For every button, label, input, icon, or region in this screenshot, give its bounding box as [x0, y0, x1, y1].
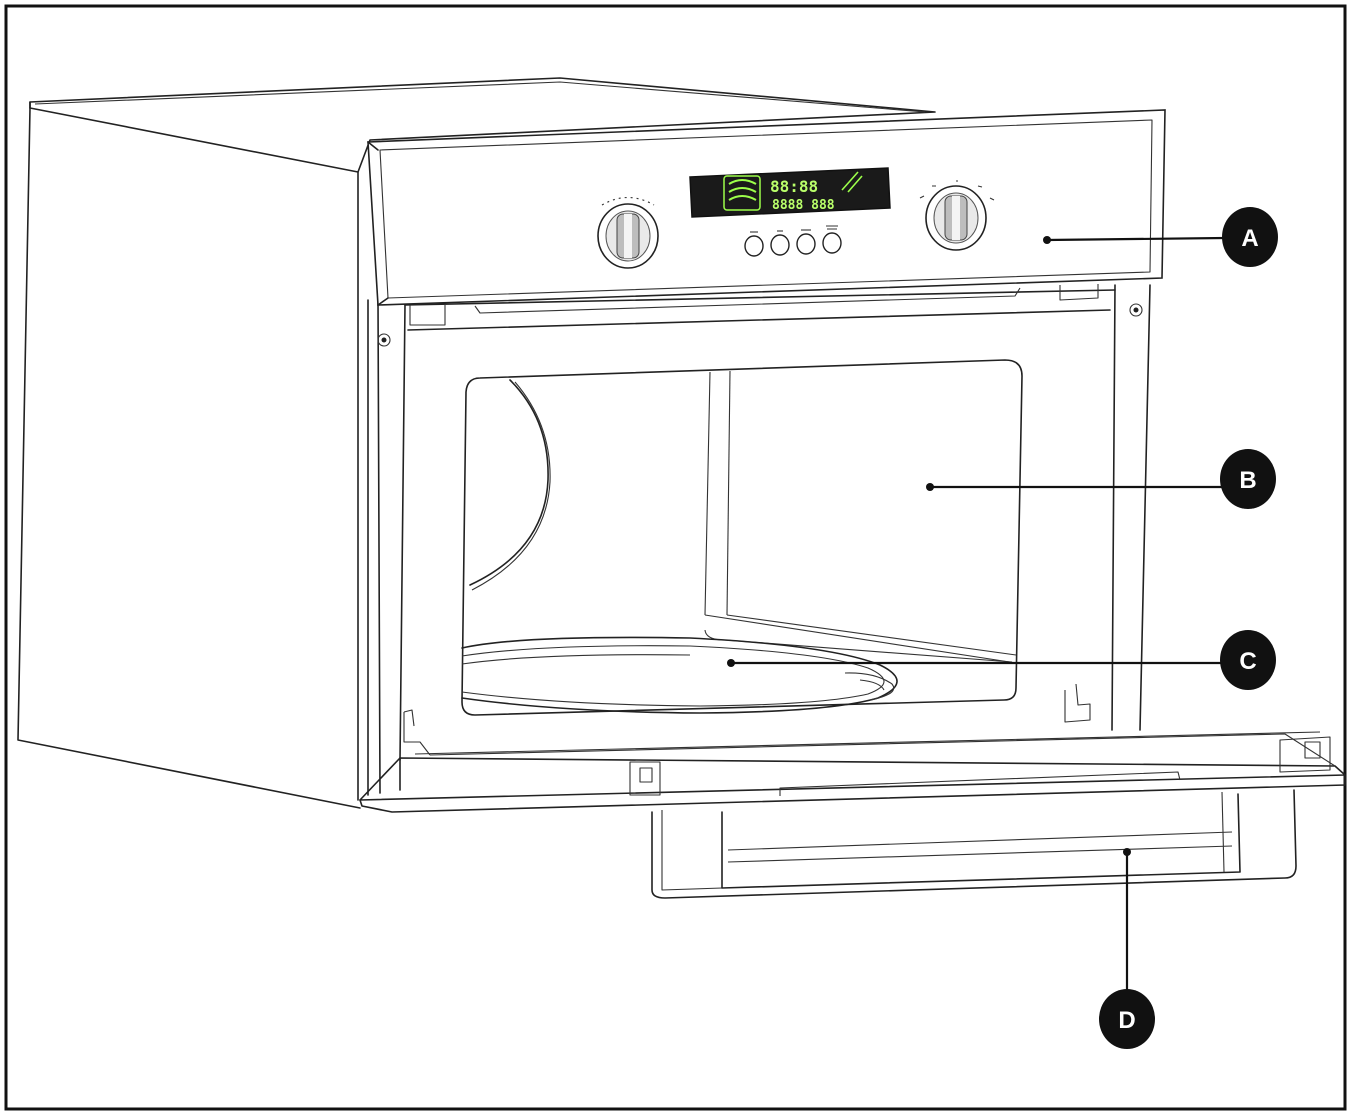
button-row [744, 225, 842, 257]
callout-c: C [727, 630, 1276, 690]
panel-button-3[interactable] [796, 229, 816, 255]
callout-a: A [1043, 207, 1278, 267]
callout-d-label: D [1118, 1007, 1135, 1034]
left-control-knob[interactable] [597, 196, 659, 269]
turntable [461, 636, 898, 714]
callout-c-badge [1220, 630, 1276, 690]
callout-d-dot [1123, 848, 1131, 856]
callout-b-dot [926, 483, 934, 491]
right-control-knob[interactable] [919, 180, 995, 251]
callout-a-dot [1043, 236, 1051, 244]
panel-button-2[interactable] [770, 230, 790, 256]
callout-a-label: A [1241, 225, 1258, 252]
panel-button-4[interactable] [822, 225, 842, 254]
front-frame [367, 284, 1151, 796]
oven-cavity [461, 359, 1023, 716]
callout-b: B [926, 449, 1276, 509]
oven-door [359, 731, 1346, 899]
lcd-top-digits: 88:88 [770, 177, 818, 196]
callout-a-leader [1046, 236, 1226, 242]
figure-frame [4, 4, 1347, 1111]
lcd-fan-icon [723, 175, 761, 211]
lower-hinges [403, 683, 1091, 756]
oven-cabinet [17, 77, 936, 809]
door-handle[interactable] [651, 771, 1297, 899]
callout-d: D [1099, 848, 1155, 1049]
callout-d-badge [1099, 989, 1155, 1049]
panel-button-1[interactable] [744, 231, 764, 257]
control-panel: 88:88 8888 888 [367, 109, 1166, 306]
callout-c-dot [727, 659, 735, 667]
callout-c-label: C [1239, 648, 1256, 675]
lcd-bottom-digits: 8888 888 [772, 198, 835, 213]
lcd-display: 88:88 8888 888 [689, 167, 891, 218]
callout-b-badge [1220, 449, 1276, 509]
callout-b-label: B [1239, 467, 1256, 494]
callout-a-badge [1222, 207, 1278, 267]
lcd-grill-icon [841, 171, 863, 193]
